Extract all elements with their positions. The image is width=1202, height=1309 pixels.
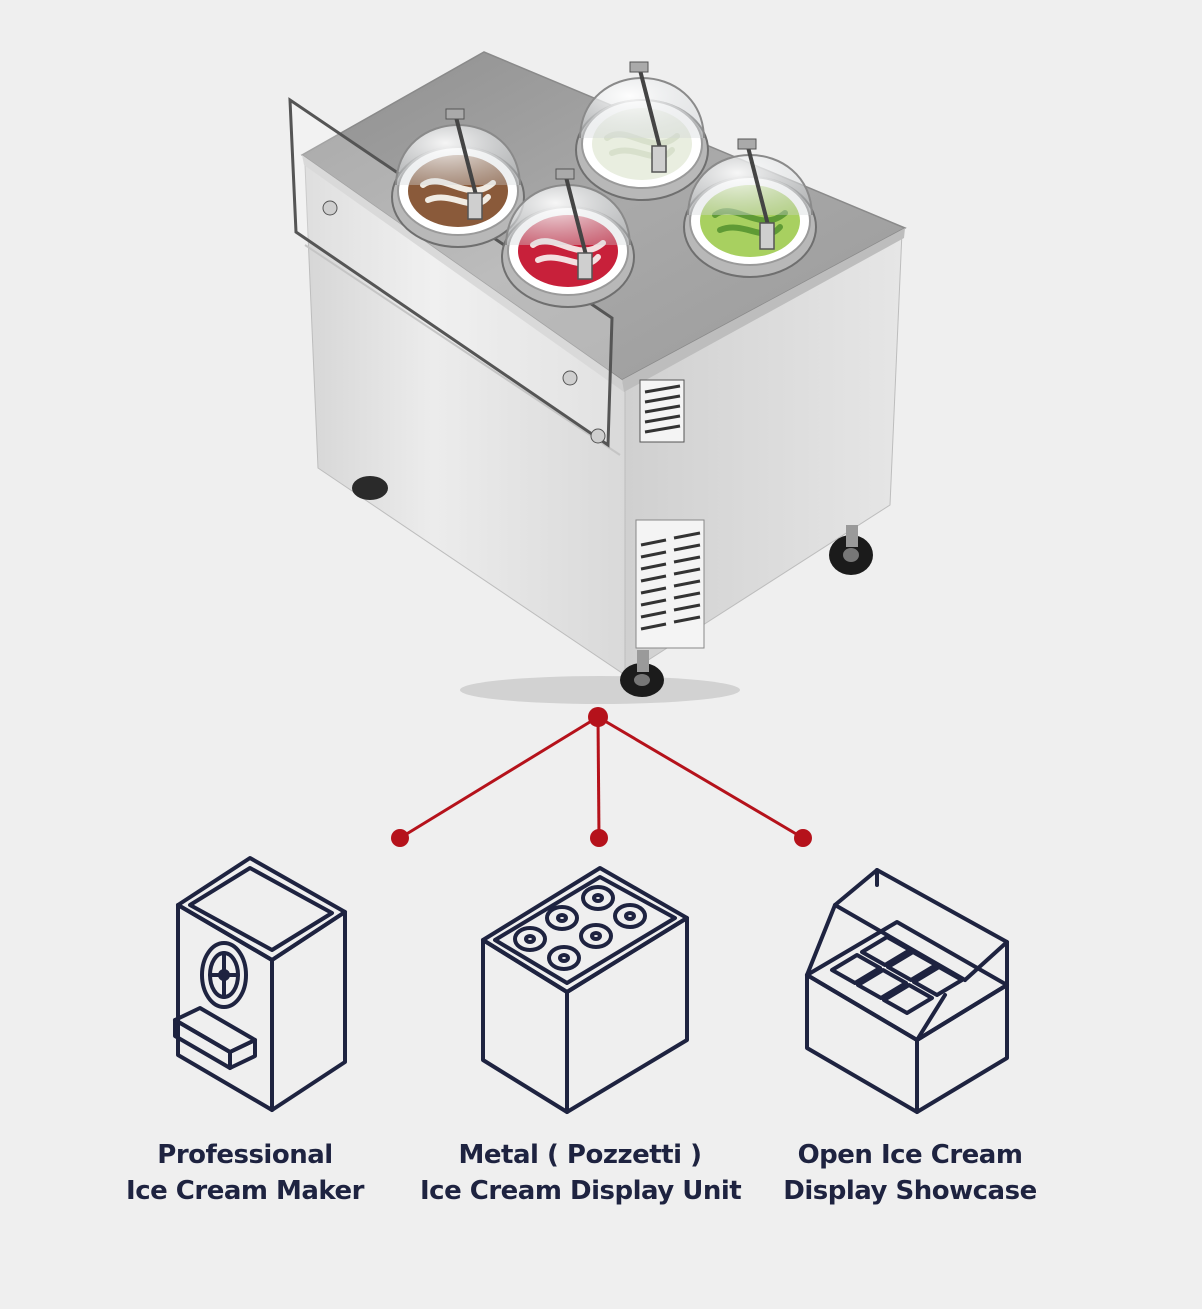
- pozzetti-cart: [288, 51, 907, 704]
- label-line-1: Open Ice Cream: [797, 1140, 1023, 1170]
- connector-dot-center: [590, 829, 608, 847]
- tub-chocolate: [391, 108, 525, 248]
- category-label-pozzetti-unit: Metal ( Pozzetti ) Ice Cream Display Uni…: [420, 1137, 742, 1209]
- ice-cream-maker-icon: [173, 856, 347, 1112]
- connector-dot-right: [794, 829, 812, 847]
- connector-right: [597, 715, 804, 840]
- connector-lines: [391, 707, 812, 847]
- connector-dot-left: [391, 829, 409, 847]
- connector-center: [596, 716, 601, 839]
- category-label-ice-cream-maker: Professional Ice Cream Maker: [95, 1137, 395, 1209]
- side-vent-lower: [635, 519, 705, 649]
- side-vent-upper: [639, 379, 685, 443]
- label-line-2: Ice Cream Maker: [126, 1176, 364, 1206]
- category-label-display-showcase: Open Ice Cream Display Showcase: [760, 1137, 1060, 1209]
- caster-wheels: [352, 476, 873, 697]
- tub-vanilla: [575, 61, 709, 201]
- display-showcase-icon: [805, 868, 1009, 1114]
- label-line-2: Ice Cream Display Unit: [420, 1176, 742, 1206]
- label-line-1: Metal ( Pozzetti ): [458, 1140, 702, 1170]
- connector-hub-dot: [588, 707, 608, 727]
- tub-strawberry: [501, 168, 635, 308]
- tub-pistachio: [683, 138, 817, 278]
- connector-left: [399, 715, 599, 840]
- label-line-1: Professional: [157, 1140, 333, 1170]
- pozzetti-unit-icon: [481, 866, 689, 1114]
- label-line-2: Display Showcase: [783, 1176, 1037, 1206]
- ice-cream-tubs: [391, 61, 817, 308]
